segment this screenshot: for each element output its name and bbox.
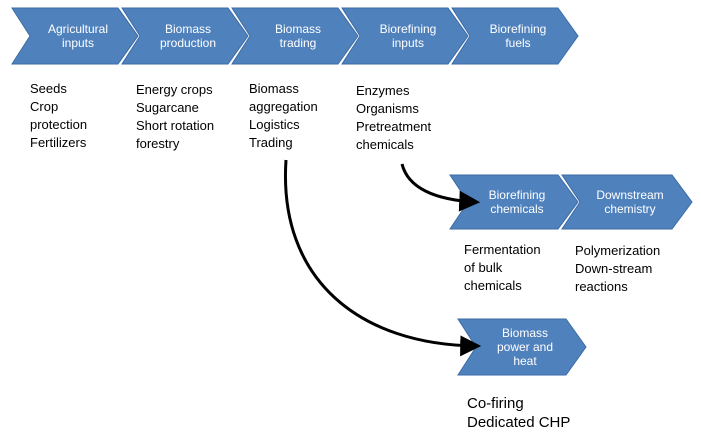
items-biorefining-inputs: Enzymes Organisms Pretreatment chemicals	[356, 82, 431, 154]
label-line: Biomass	[274, 22, 321, 36]
label-line: Biorefining	[488, 188, 546, 202]
list-item: Pretreatment	[356, 119, 432, 134]
list-item: Enzymes	[356, 83, 410, 98]
label-line: Biomass	[501, 326, 548, 340]
label-line: chemistry	[604, 202, 656, 216]
list-item: Seeds	[30, 81, 67, 96]
list-item: Fertilizers	[30, 135, 87, 150]
label-line: Agricultural	[47, 22, 109, 36]
arrow-to-biorefining-chemicals	[400, 163, 481, 212]
chevron-biomass-production	[121, 7, 249, 65]
label-line: inputs	[61, 36, 95, 50]
label-line: Biomass	[164, 22, 211, 36]
label-line: chemicals	[490, 202, 544, 216]
chevron-biomass-trading	[231, 7, 359, 65]
label-line: heat	[513, 354, 537, 368]
items-biomass-production: Energy crops Sugarcane Short rotation fo…	[136, 81, 214, 153]
list-item: aggregation	[249, 99, 318, 114]
list-item: Co-firing	[467, 395, 524, 412]
label-line: inputs	[391, 36, 424, 50]
label-line: Downstream	[596, 188, 664, 202]
items-biorefining-chemicals: Fermentation of bulk chemicals	[464, 241, 541, 295]
list-item: chemicals	[464, 278, 522, 293]
arrow-to-biomass-power-heat	[283, 159, 482, 357]
list-item: Trading	[249, 135, 293, 150]
label-line: power and	[496, 340, 554, 354]
label-line: production	[159, 36, 217, 50]
list-item: Fermentation	[464, 242, 541, 257]
label-line: trading	[279, 36, 317, 50]
chevron-agricultural-inputs	[11, 7, 139, 65]
list-item: Crop	[30, 99, 59, 114]
items-agricultural-inputs: Seeds Crop protection Fertilizers	[30, 80, 87, 152]
label-line: fuels	[505, 36, 531, 50]
items-biomass-power-heat: Co-firing Dedicated CHP	[467, 394, 570, 432]
list-item: Biomass	[249, 81, 299, 96]
items-biomass-trading: Biomass aggregation Logistics Trading	[249, 80, 318, 152]
list-item: protection	[30, 117, 88, 132]
list-item: Sugarcane	[136, 100, 199, 115]
list-item: Dedicated CHP	[467, 414, 571, 431]
list-item: reactions	[575, 279, 628, 294]
list-item: chemicals	[356, 137, 414, 152]
list-item: Logistics	[249, 117, 300, 132]
chevron-biorefining-inputs	[341, 7, 469, 65]
list-item: of bulk	[464, 260, 503, 275]
list-item: Short rotation	[136, 118, 215, 133]
list-item: Polymerization	[575, 243, 661, 258]
list-item: Energy crops	[136, 82, 213, 97]
list-item: Organisms	[356, 101, 419, 116]
items-downstream-chemistry: Polymerization Down-stream reactions	[575, 242, 660, 296]
list-item: Down-stream	[575, 261, 653, 276]
label-line: Biorefining	[489, 22, 547, 36]
chevron-biorefining-fuels	[451, 7, 579, 65]
list-item: forestry	[136, 136, 180, 151]
label-line: Biorefining	[379, 22, 437, 36]
chevron-downstream-chemistry	[561, 174, 693, 230]
